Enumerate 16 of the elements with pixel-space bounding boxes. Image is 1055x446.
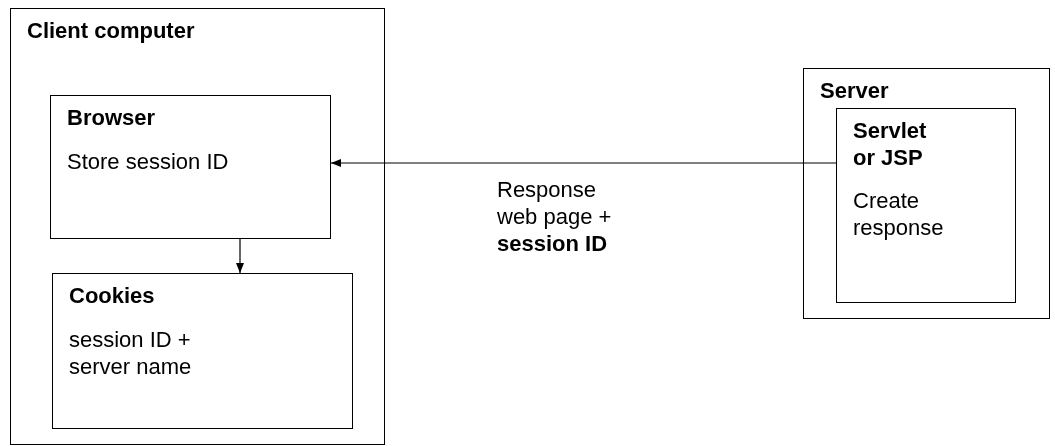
box-heading: Server (820, 77, 889, 104)
box-text: session ID + server name (69, 326, 193, 380)
box-heading: Servlet or JSP (853, 117, 928, 171)
container-box (52, 273, 353, 429)
box-heading: Browser (67, 104, 156, 131)
arrow (330, 159, 837, 167)
container-box (50, 95, 331, 239)
arrow (236, 238, 244, 274)
box-heading: Client computer (27, 17, 195, 44)
container-box (836, 108, 1016, 303)
container-box (803, 68, 1050, 319)
box-text: Store session ID (67, 148, 229, 175)
container-box (10, 8, 385, 445)
box-text: Create response (853, 187, 945, 241)
edge-label: Response web page + session ID (497, 176, 613, 257)
box-heading: Cookies (69, 282, 155, 309)
